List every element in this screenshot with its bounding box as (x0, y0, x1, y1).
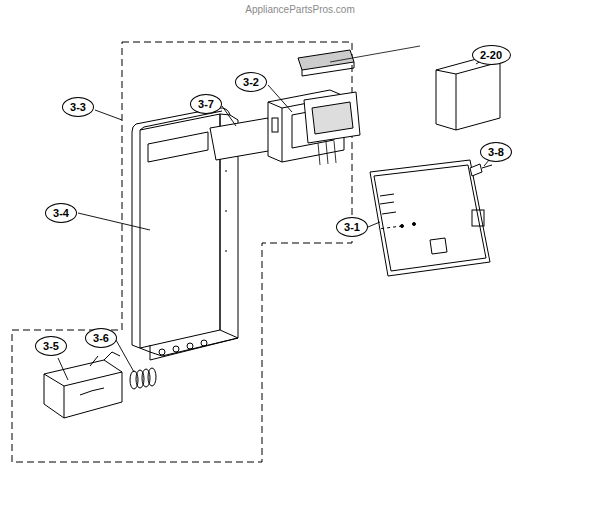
leader-lines (58, 55, 496, 380)
callout-number: 3-4 (53, 208, 69, 219)
screw (470, 164, 492, 176)
callout-oval: 2-20 (472, 45, 511, 65)
callout-number: 3-5 (43, 341, 59, 352)
plate (210, 118, 274, 160)
callout-oval: 3-3 (62, 97, 94, 117)
callout-oval: 3-5 (35, 336, 67, 356)
door-button (44, 352, 122, 418)
callout-oval: 3-6 (85, 328, 117, 348)
cover (436, 58, 500, 130)
assembly-boundary (12, 42, 352, 462)
callout-number: 3-8 (488, 147, 504, 158)
callout-oval: 3-4 (45, 203, 77, 223)
callout-number: 3-7 (198, 99, 214, 110)
membrane-pad (298, 46, 420, 165)
callout-oval: 3-7 (190, 94, 222, 114)
callout-oval: 3-1 (336, 217, 368, 237)
callout-oval: 3-8 (480, 142, 512, 162)
callout-number: 3-3 (70, 102, 86, 113)
callout-number: 2-20 (480, 50, 502, 61)
callout-number: 3-2 (243, 77, 259, 88)
circuit-board (370, 160, 490, 276)
callout-number: 3-1 (344, 222, 360, 233)
callout-number: 3-6 (93, 333, 109, 344)
watermark: AppliancePartsPros.com (245, 4, 355, 15)
callout-oval: 3-2 (235, 72, 267, 92)
